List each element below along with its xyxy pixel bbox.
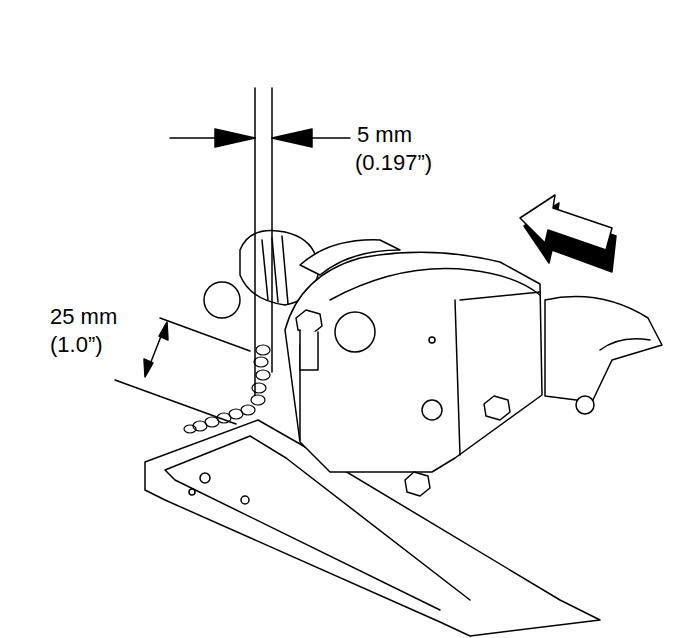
cap-bolt-shank — [300, 330, 318, 370]
bearing-cap-edge — [600, 339, 650, 350]
arrowhead — [215, 129, 255, 147]
dimension-label: (1.0”) — [48, 332, 105, 357]
label-slot: 25 mm — [48, 304, 119, 329]
bearing-cap — [545, 297, 662, 402]
bearing-cap — [285, 252, 542, 472]
dimension-label: (0.197”) — [353, 150, 434, 175]
bolt-hole — [200, 473, 210, 483]
cap-hole — [422, 400, 442, 420]
bearing-cap-face — [300, 292, 540, 455]
camshaft-hole — [204, 282, 240, 318]
label-slot: 5 mm — [355, 122, 414, 147]
extension-line — [115, 318, 250, 424]
bolt-hole — [241, 496, 249, 504]
label-slot: (1.0”) — [48, 332, 105, 357]
label-slot: (0.197”) — [353, 150, 434, 175]
cap-hole — [429, 337, 435, 343]
arrowhead — [159, 322, 168, 340]
dimension-label: 5 mm — [355, 122, 414, 147]
cap-bolt — [484, 396, 510, 420]
cap-hole — [335, 312, 375, 352]
arrowhead — [144, 359, 153, 377]
sealant-bead — [184, 345, 270, 433]
cap-bolt — [576, 396, 594, 414]
bolt-hole — [189, 489, 195, 495]
dimension-line — [170, 137, 350, 139]
sealant-applicator — [255, 88, 272, 395]
arrowhead — [272, 129, 312, 147]
dimension-label: 25 mm — [48, 304, 119, 329]
camshaft-lobe-hatch — [262, 236, 288, 304]
direction-arrow — [520, 195, 612, 250]
cap-bolt — [405, 472, 430, 496]
